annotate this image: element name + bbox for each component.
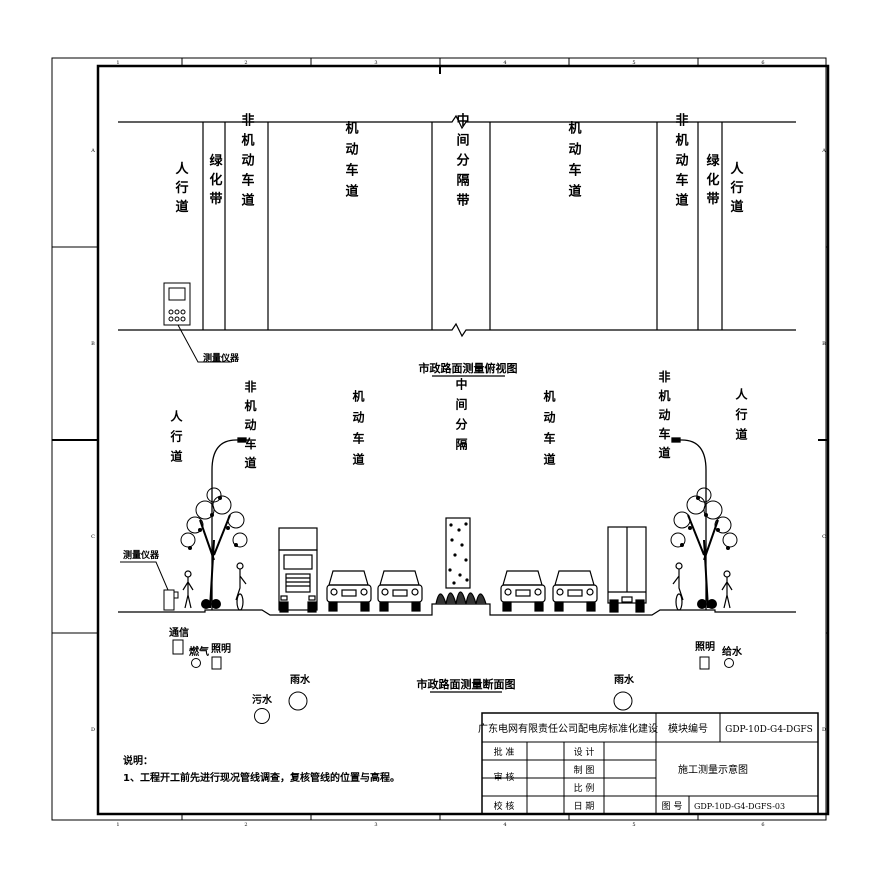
plan-label-bike-left: 非机动车道 [239, 112, 255, 213]
pedestrian-left-icon [182, 570, 194, 609]
col-label-5-bottom: 5 [632, 822, 635, 828]
row-label-c-right: C [822, 534, 826, 540]
truck-left-icon [278, 527, 318, 613]
pipe-label-lighting-right: 照明 [695, 641, 715, 653]
col-label-6: 6 [761, 60, 764, 66]
plan-label-walk-left: 人行道 [173, 161, 190, 219]
median-planter-icon [435, 517, 487, 605]
tb-drawing-no: GDP-10D-G4-DGFS-03 [694, 802, 785, 811]
section-label-bike-right: 非机动车道 [657, 369, 671, 465]
tb-check: 校 核 [494, 800, 515, 812]
col-label-1: 1 [116, 60, 119, 66]
cyclist-right-icon [672, 562, 684, 611]
truck-right-icon [607, 526, 647, 613]
tb-module-label: 模块编号 [668, 722, 708, 735]
row-label-b-right: B [822, 341, 826, 347]
section-title: 市政路面测量断面图 [417, 677, 516, 691]
plan-instrument-label: 测量仪器 [203, 352, 240, 364]
left-tree-icon [180, 487, 248, 609]
left-streetlight-icon [211, 437, 247, 610]
col-label-1-bottom: 1 [116, 822, 119, 828]
pipe-sewage-icon [254, 708, 270, 724]
col-label-5: 5 [632, 60, 635, 66]
tb-draw: 制 图 [574, 764, 595, 776]
plan-bottom-edge [118, 322, 796, 338]
pipe-label-telecom: 通信 [169, 626, 189, 639]
tb-design: 设 计 [574, 746, 595, 758]
col-label-4-bottom: 4 [503, 822, 506, 828]
pipe-label-water: 给水 [722, 645, 743, 658]
pedestrian-right-icon [721, 570, 733, 609]
row-label-d-right: D [822, 727, 826, 733]
car-4-icon [552, 570, 598, 612]
plan-label-green-right: 绿化带 [704, 153, 720, 211]
notes-heading: 说明： [123, 754, 153, 767]
plan-label-walk-right: 人行道 [728, 161, 745, 219]
pipe-label-rain-left: 雨水 [290, 673, 311, 686]
col-label-2: 2 [244, 60, 247, 66]
tb-drawing-name: 施工测量示意图 [678, 763, 748, 776]
plan-label-motor-right: 机动车道 [566, 120, 582, 205]
pipe-label-gas: 燃气 [189, 645, 209, 658]
plan-top-edge [118, 114, 796, 130]
pipes [172, 639, 734, 724]
col-label-2-bottom: 2 [244, 822, 247, 828]
section-instrument-icon [120, 561, 179, 611]
col-label-3-bottom: 3 [374, 822, 377, 828]
title-block: 广东电网有限责任公司配电房标准化建设 模块编号 GDP-10D-G4-DGFS … [478, 712, 819, 815]
pipe-label-sewage: 污水 [252, 693, 273, 706]
plan-label-median: 中间分隔带 [454, 112, 470, 213]
car-2-icon [377, 570, 423, 612]
pipe-lighting-right-icon [699, 656, 710, 670]
tb-date: 日 期 [574, 801, 595, 812]
car-3-icon [500, 570, 546, 612]
section-label-motor-right: 机动车道 [542, 389, 556, 474]
section-label-bike-left: 非机动车道 [243, 379, 257, 475]
pipe-label-lighting-left: 照明 [211, 643, 231, 655]
notes: 说明： 1、工程开工前先进行现况管线调查，复核管线的位置与高程。 [123, 754, 400, 784]
plan-label-bike-right: 非机动车道 [673, 112, 689, 213]
row-label-d: D [91, 727, 95, 733]
plan-label-green-left: 绿化带 [207, 153, 223, 211]
section-label-walk-right: 人行道 [734, 387, 748, 448]
car-1-icon [326, 570, 372, 612]
pipe-telecom-icon [172, 639, 184, 655]
tb-module-no: GDP-10D-G4-DGFS [725, 725, 813, 735]
plan-title: 市政路面测量俯视图 [419, 361, 518, 375]
pipe-water-icon [724, 658, 734, 668]
row-label-c: C [91, 534, 95, 540]
row-label-b: B [91, 341, 95, 347]
row-label-a: A [90, 148, 95, 154]
pipe-lighting-left-icon [211, 656, 222, 670]
pipe-gas-icon [191, 658, 201, 668]
pipe-label-rain-right: 雨水 [614, 673, 635, 686]
pipe-rain-right-icon [613, 691, 633, 711]
tb-company: 广东电网有限责任公司配电房标准化建设 [478, 722, 658, 735]
tb-review: 审 核 [494, 771, 515, 783]
col-label-4: 4 [503, 60, 506, 66]
notes-line-1: 1、工程开工前先进行现况管线调查，复核管线的位置与高程。 [123, 771, 400, 784]
row-label-a-right: A [821, 148, 826, 154]
section-label-median: 中间分隔 [454, 377, 468, 458]
col-label-3: 3 [374, 60, 377, 66]
plan-view: 人行道 绿化带 非机动车道 机动车道 中间分隔带 机动车道 非机动车道 绿化带 … [118, 112, 796, 377]
section-label-walk-left: 人行道 [169, 409, 183, 470]
tb-approve: 批 准 [494, 746, 515, 758]
col-label-6-bottom: 6 [761, 822, 764, 828]
cyclist-left-icon [235, 562, 247, 611]
right-tree-icon [670, 487, 738, 609]
zone-ticks [52, 58, 828, 820]
pipe-rain-left-icon [288, 691, 308, 711]
plan-instrument-icon [163, 282, 232, 363]
section-instrument-label: 测量仪器 [123, 549, 160, 561]
tb-scale: 比 例 [574, 782, 595, 794]
right-streetlight-icon [671, 437, 707, 610]
tb-drawing-no-label: 图 号 [662, 801, 683, 812]
section-view: 人行道 非机动车道 机动车道 中间分隔 机动车道 非机动车道 人行道 [118, 369, 796, 724]
section-label-motor-left: 机动车道 [351, 389, 365, 474]
plan-label-motor-left: 机动车道 [343, 120, 359, 205]
